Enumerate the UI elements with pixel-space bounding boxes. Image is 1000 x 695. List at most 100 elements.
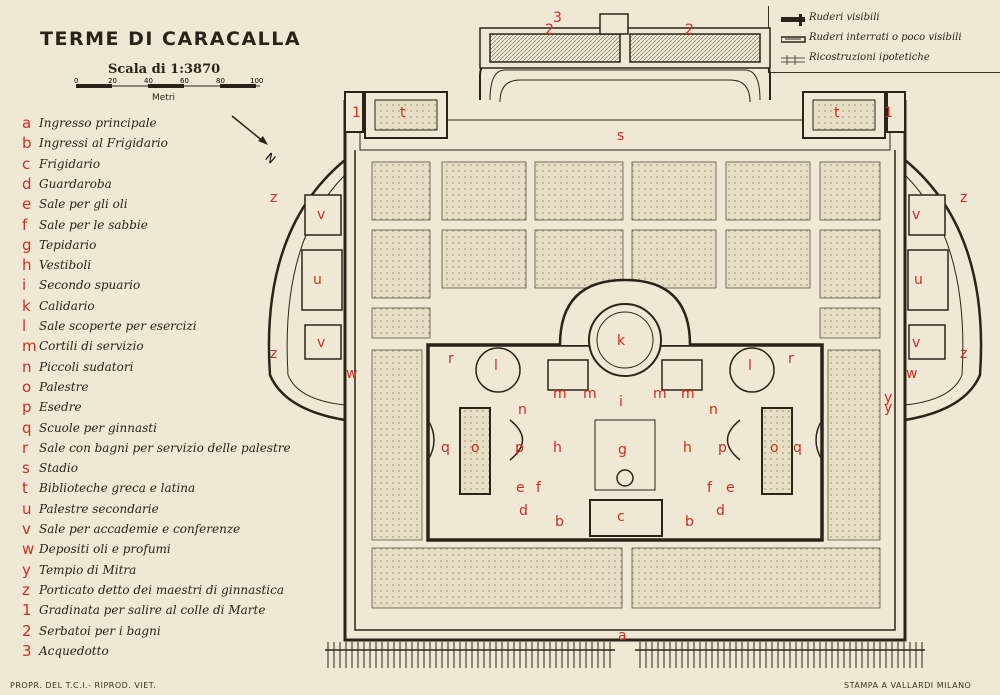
plan-label: t [834,105,840,121]
plan-label: 3 [553,10,562,26]
legend-text: Ingressi al Frigidario [39,136,168,151]
legend-key: 3 [22,641,32,660]
legend-text: Cortili di servizio [39,339,144,354]
scale-tick: 0 [74,78,78,85]
plan-label: k [617,333,626,349]
key-text: Ruderi visibili [809,12,880,23]
plan-label: m [653,386,667,402]
plan-label: r [788,351,794,367]
legend-key: g [22,235,32,254]
legend-key: n [22,357,32,376]
plan-label: c [617,509,625,525]
legend-key: z [22,580,30,599]
plan-label: h [683,440,692,456]
plan-label: 1 [352,105,361,121]
legend-text: Stadio [39,461,78,476]
plan-label: q [793,440,802,456]
key-text: Ricostruzioni ipotetiche [809,52,930,63]
plan-label: o [770,440,779,456]
legend-key: t [22,479,28,498]
cisterns [479,13,771,69]
reconstruction-icon [781,55,805,65]
footer-left: PROPR. DEL T.C.I.- RIPROD. VIET. [10,681,157,690]
legend-key: q [22,418,32,437]
scale-tick: 60 [180,78,189,85]
legend-text: Esedre [39,400,82,415]
plan-label: u [313,272,322,288]
plan-label: 1 [884,105,893,121]
plan-label: v [317,207,325,223]
legend-key: h [22,256,32,275]
central-building [426,278,824,542]
precinct [343,100,907,642]
legend-text: Vestiboli [39,258,92,273]
plan-label: y [884,400,892,416]
legend-text: Piccoli sudatori [39,359,134,374]
legend-text: Sale per accademie e conferenze [39,522,241,536]
legend-key: m [22,337,37,356]
legend-key: u [22,499,32,518]
legend-text: Palestre secondarie [39,501,159,516]
legend-text: Ingresso principale [39,116,157,130]
legend-key: i [22,276,27,295]
legend-key: p [22,398,32,417]
plan-label: r [448,351,454,367]
legend-text: Secondo spuario [39,278,141,293]
plan-label: m [553,386,567,402]
plan-label: q [441,440,450,456]
plan-label: h [553,440,562,456]
plan-label: t [400,105,406,121]
plan-label: y [884,390,892,406]
side-exedrae [267,159,983,422]
plan-label: 2 [545,22,554,38]
scale-tick: 20 [108,78,117,85]
legend-text: Calidario [39,298,95,313]
plan-label: 2 [685,22,694,38]
legend-text: Frigidario [39,156,101,171]
footer-right: STAMPA A VALLARDI MILANO [844,681,972,690]
legend-key: b [22,134,32,153]
scale-bar: 0 20 40 60 80 100 [74,78,263,88]
legend-text: Sale per le sabbie [39,217,148,232]
plan-label: l [494,358,498,374]
plan-label: a [618,628,627,644]
plan-label: d [519,503,528,519]
plan-label: s [617,128,624,144]
legend-text: Depositi oli e profumi [39,542,171,557]
plan-label: f [707,480,713,496]
plan-label: z [960,190,967,206]
plan-label: g [618,442,627,458]
key-text: Ruderi interrati o poco visibili [809,32,962,43]
plan-label: u [914,272,923,288]
legend-text: Sale con bagni per servizio delle palest… [39,440,291,455]
plan-label: o [471,440,480,456]
plan-label: z [270,346,277,362]
plan-label: n [709,402,718,418]
legend-key: l [22,317,27,335]
scale-unit: Metri [152,93,176,103]
legend-key: r [22,438,29,457]
plan-label: p [515,440,524,456]
plan-label: w [346,366,357,382]
north-arrow: N [231,115,278,164]
legend-key: v [22,520,31,538]
legend-key: y [22,560,31,579]
legend-text: Tepidario [39,237,97,252]
piers [327,642,923,668]
legend-key: c [22,154,31,173]
legend-key: f [22,215,28,234]
legend-key: 2 [22,621,32,640]
plan-label: v [912,335,920,351]
plan-label: l [748,358,752,374]
plan-label: b [685,514,694,530]
ruins-visible-icon [781,14,805,26]
plan-label: z [270,190,277,206]
plan-label: i [619,394,623,410]
legend-text: Palestre [39,379,89,394]
ruins-buried-icon [781,36,806,43]
legend-text: Sale per gli oli [39,197,128,212]
map-title: TERME DI CARACALLA [40,28,302,50]
